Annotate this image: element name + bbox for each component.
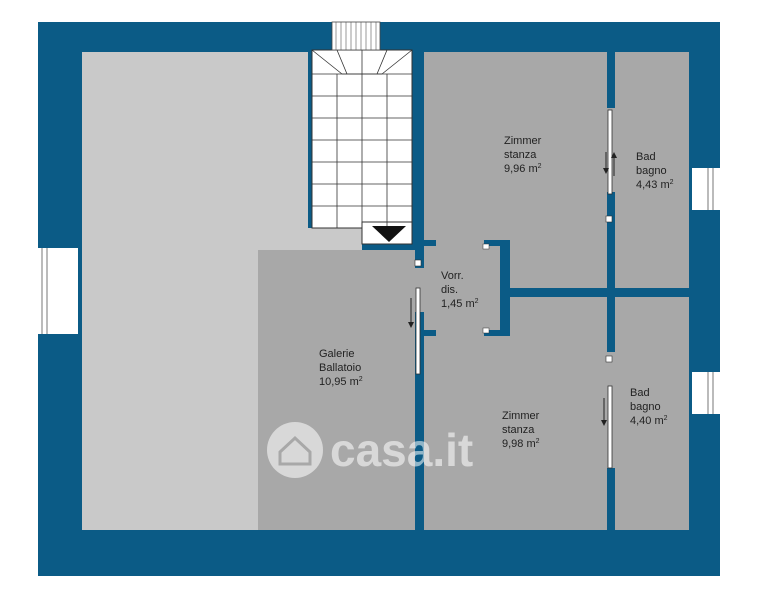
window-right-bottom <box>692 372 720 414</box>
bad-bottom-floor <box>615 297 689 530</box>
casa-it-watermark: casa.it <box>267 422 473 478</box>
svg-text:bagno: bagno <box>636 165 667 177</box>
stair-arrow-icon <box>372 226 406 242</box>
door-bad-top <box>603 108 617 223</box>
void-area <box>82 52 362 530</box>
svg-text:9,96 m2: 9,96 m2 <box>504 163 542 175</box>
bad-top-floor <box>615 52 689 288</box>
label-vorr: Vorr. dis. 1,45 m2 <box>441 270 479 310</box>
watermark-text: casa.it <box>330 424 473 476</box>
svg-text:stanza: stanza <box>502 424 535 436</box>
galerie-floor <box>258 250 418 530</box>
vorr-floor <box>424 246 500 330</box>
label-bad-bottom: Bad bagno 4,40 m2 <box>630 387 668 427</box>
svg-text:4,43 m2: 4,43 m2 <box>636 179 674 191</box>
label-zimmer-top: Zimmer stanza 9,96 m2 <box>504 135 542 175</box>
wall-post-bottom <box>482 327 490 334</box>
svg-text:Ballatoio: Ballatoio <box>319 362 361 374</box>
svg-text:stanza: stanza <box>504 149 537 161</box>
wall-post-top <box>482 243 490 250</box>
svg-text:dis.: dis. <box>441 284 458 296</box>
vorr-opening-bottom <box>436 330 484 336</box>
svg-text:Bad: Bad <box>636 151 656 163</box>
svg-text:Vorr.: Vorr. <box>441 270 464 282</box>
svg-text:Galerie: Galerie <box>319 348 354 360</box>
house-icon <box>267 422 323 478</box>
wall-horizontal-mid <box>500 288 689 297</box>
door-bad-bottom <box>601 352 615 469</box>
vorr-wall-right <box>500 240 510 336</box>
label-galerie: Galerie Ballatoio 10,95 m2 <box>319 348 363 388</box>
svg-text:Bad: Bad <box>630 387 650 399</box>
svg-text:1,45 m2: 1,45 m2 <box>441 298 479 310</box>
staircase <box>311 49 413 245</box>
svg-text:4,40 m2: 4,40 m2 <box>630 415 668 427</box>
svg-text:9,98 m2: 9,98 m2 <box>502 438 540 450</box>
window-right-top <box>692 168 720 210</box>
window-left <box>38 248 78 334</box>
label-zimmer-bottom: Zimmer stanza 9,98 m2 <box>502 410 540 450</box>
svg-text:Zimmer: Zimmer <box>504 135 542 147</box>
vorr-opening-top <box>436 240 484 246</box>
door-vorr <box>408 259 422 375</box>
label-bad-top: Bad bagno 4,43 m2 <box>636 151 674 191</box>
svg-text:Zimmer: Zimmer <box>502 410 540 422</box>
svg-text:bagno: bagno <box>630 401 661 413</box>
svg-text:10,95 m2: 10,95 m2 <box>319 376 363 388</box>
